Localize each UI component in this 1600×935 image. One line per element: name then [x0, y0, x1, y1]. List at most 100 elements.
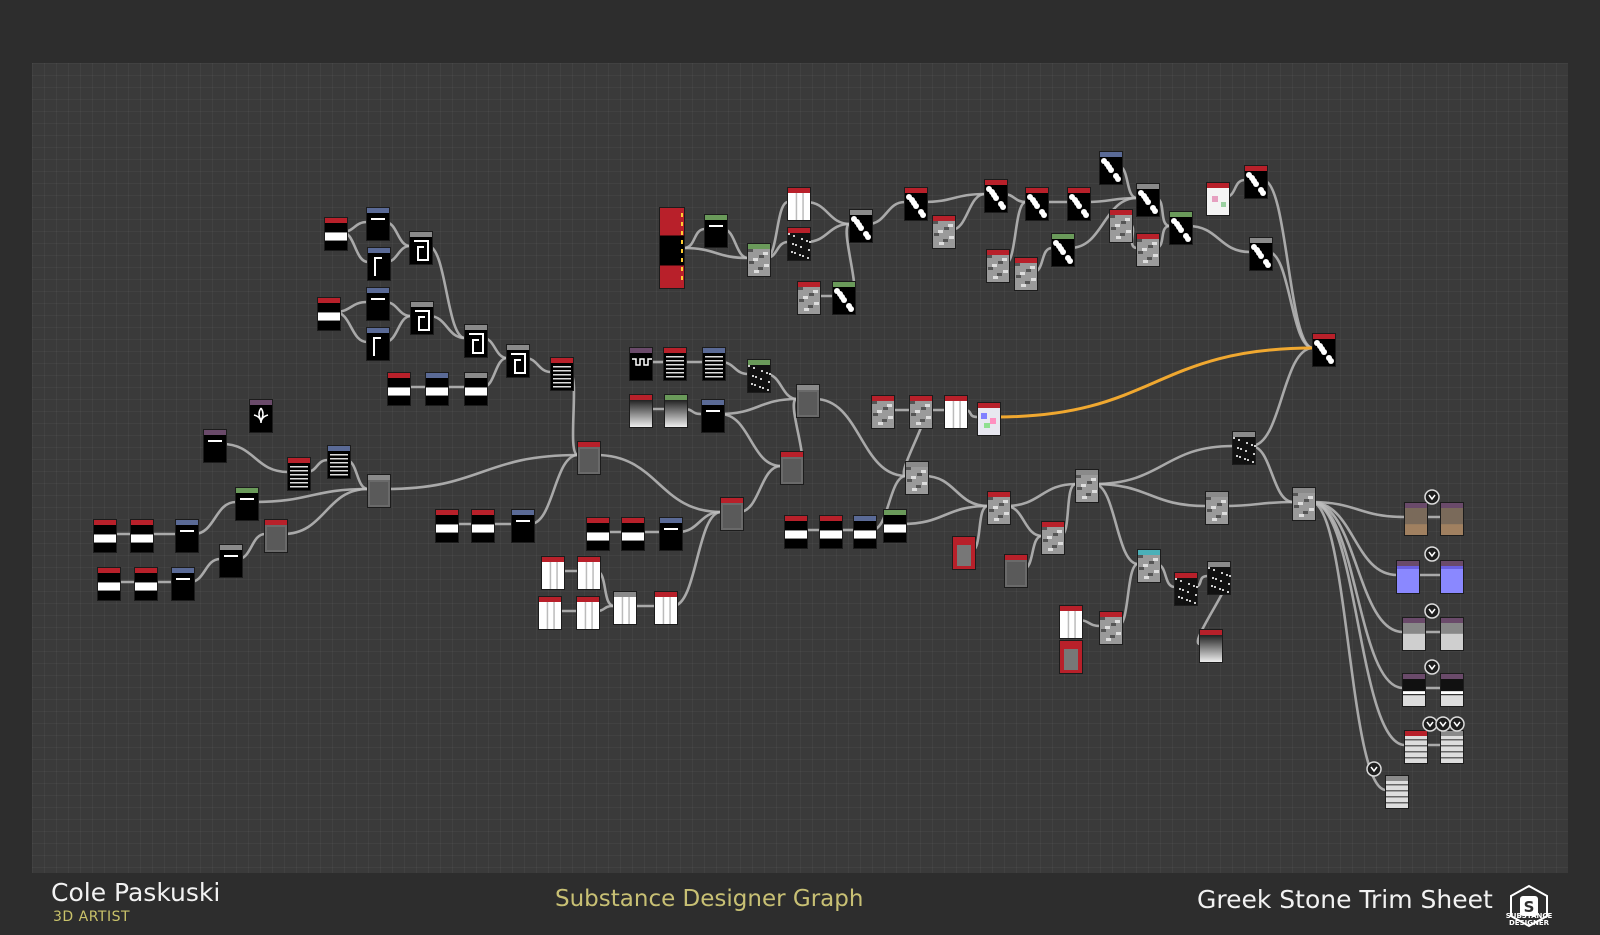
graph-node[interactable]	[511, 509, 535, 543]
graph-node[interactable]	[203, 429, 227, 463]
graph-node[interactable]	[93, 519, 117, 553]
graph-node[interactable]	[659, 517, 683, 551]
graph-node[interactable]	[1402, 617, 1426, 651]
graph-node[interactable]	[1067, 187, 1091, 221]
graph-node[interactable]	[629, 347, 653, 381]
graph-node[interactable]	[1292, 487, 1316, 521]
graph-node[interactable]	[387, 372, 411, 406]
graph-node[interactable]	[1440, 502, 1464, 536]
graph-node[interactable]	[324, 217, 348, 251]
graph-node[interactable]	[435, 509, 459, 543]
graph-node[interactable]	[1312, 333, 1336, 367]
graph-node[interactable]	[175, 519, 199, 553]
graph-node[interactable]	[409, 231, 433, 265]
graph-node[interactable]	[853, 515, 877, 549]
graph-node[interactable]	[235, 487, 259, 521]
graph-node[interactable]	[787, 187, 811, 221]
node-graph-canvas[interactable]	[32, 63, 1568, 873]
graph-node[interactable]	[367, 247, 391, 281]
graph-node[interactable]	[720, 497, 744, 531]
graph-node[interactable]	[952, 536, 976, 570]
graph-node[interactable]	[1014, 257, 1038, 291]
graph-node[interactable]	[1136, 183, 1160, 217]
graph-node[interactable]	[1440, 673, 1464, 707]
graph-node[interactable]	[550, 357, 574, 391]
graph-node[interactable]	[932, 215, 956, 249]
graph-node[interactable]	[944, 395, 968, 429]
graph-node[interactable]	[747, 243, 771, 277]
graph-node[interactable]	[1109, 209, 1133, 243]
graph-node[interactable]	[747, 359, 771, 393]
graph-node[interactable]	[538, 596, 562, 630]
graph-node[interactable]	[1206, 182, 1230, 216]
graph-node[interactable]	[654, 591, 678, 625]
graph-node[interactable]	[130, 519, 154, 553]
graph-node[interactable]	[702, 347, 726, 381]
graph-node[interactable]	[613, 591, 637, 625]
graph-node[interactable]	[1205, 491, 1229, 525]
graph-node[interactable]	[871, 395, 895, 429]
graph-node[interactable]	[425, 372, 449, 406]
graph-node[interactable]	[664, 394, 688, 428]
graph-node[interactable]	[629, 394, 653, 428]
output-pin-icon[interactable]	[1435, 716, 1451, 732]
output-pin-icon[interactable]	[1449, 716, 1465, 732]
graph-node[interactable]	[367, 474, 391, 508]
graph-node[interactable]	[464, 372, 488, 406]
output-pin-icon[interactable]	[1424, 546, 1440, 562]
output-pin-icon[interactable]	[1422, 716, 1438, 732]
graph-node[interactable]	[577, 441, 601, 475]
graph-node[interactable]	[471, 509, 495, 543]
graph-node[interactable]	[1169, 211, 1193, 245]
graph-node[interactable]	[134, 567, 158, 601]
graph-node[interactable]	[984, 179, 1008, 213]
graph-node[interactable]	[1174, 572, 1198, 606]
output-pin-icon[interactable]	[1424, 603, 1440, 619]
graph-node[interactable]	[410, 301, 434, 335]
graph-node[interactable]	[977, 402, 1001, 436]
graph-node[interactable]	[796, 384, 820, 418]
graph-node[interactable]	[832, 281, 856, 315]
graph-node[interactable]	[819, 515, 843, 549]
graph-node[interactable]	[1404, 502, 1428, 536]
graph-node[interactable]	[883, 509, 907, 543]
graph-node[interactable]	[1385, 775, 1409, 809]
graph-node[interactable]	[97, 567, 121, 601]
graph-node[interactable]	[464, 324, 488, 358]
graph-node[interactable]	[366, 327, 390, 361]
graph-node[interactable]	[1232, 431, 1256, 465]
graph-node[interactable]	[577, 556, 601, 590]
graph-node[interactable]	[586, 517, 610, 551]
graph-node[interactable]	[1099, 151, 1123, 185]
graph-node[interactable]	[1075, 469, 1099, 503]
graph-node[interactable]	[366, 287, 390, 321]
graph-node[interactable]	[1051, 233, 1075, 267]
graph-node[interactable]	[787, 227, 811, 261]
graph-node[interactable]	[1440, 730, 1464, 764]
graph-node[interactable]	[171, 567, 195, 601]
graph-node[interactable]	[1244, 165, 1268, 199]
graph-node[interactable]	[1025, 187, 1049, 221]
graph-node[interactable]	[1440, 617, 1464, 651]
graph-node[interactable]	[621, 517, 645, 551]
graph-node[interactable]	[1041, 521, 1065, 555]
graph-node[interactable]	[784, 515, 808, 549]
graph-node[interactable]	[366, 207, 390, 241]
graph-node[interactable]	[1249, 237, 1273, 271]
node-graph[interactable]	[32, 63, 1568, 873]
graph-node[interactable]	[797, 281, 821, 315]
graph-node[interactable]	[317, 297, 341, 331]
graph-node[interactable]	[249, 399, 273, 433]
graph-node[interactable]	[659, 207, 685, 289]
graph-node[interactable]	[1137, 549, 1161, 583]
graph-node[interactable]	[1199, 629, 1223, 663]
output-pin-icon[interactable]	[1366, 761, 1382, 777]
graph-node[interactable]	[327, 445, 351, 479]
graph-node[interactable]	[905, 461, 929, 495]
graph-node[interactable]	[849, 209, 873, 243]
graph-node[interactable]	[780, 451, 804, 485]
graph-node[interactable]	[1402, 673, 1426, 707]
graph-node[interactable]	[287, 457, 311, 491]
graph-node[interactable]	[904, 187, 928, 221]
graph-node[interactable]	[541, 556, 565, 590]
